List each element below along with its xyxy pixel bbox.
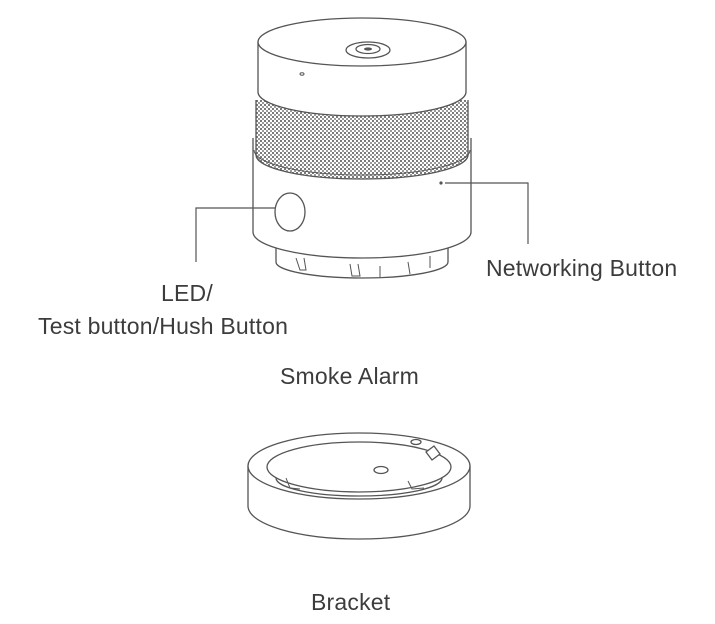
bracket-device: [247, 432, 471, 540]
networking-button-pinhole: [439, 181, 443, 185]
networking-button-label: Networking Button: [486, 255, 678, 281]
networking-leader-line: [445, 182, 529, 244]
led-label: LED/: [161, 280, 213, 306]
led-leader-line: [195, 207, 275, 262]
leader-lines: [195, 182, 529, 262]
test-hush-button-label: Test button/Hush Button: [38, 313, 289, 339]
smoke-alarm-caption: Smoke Alarm: [280, 363, 419, 389]
led-test-button: [274, 192, 306, 232]
alarm-top-cap: [257, 17, 467, 117]
smoke-alarm-device: [252, 17, 472, 279]
bracket-caption: Bracket: [311, 589, 391, 615]
